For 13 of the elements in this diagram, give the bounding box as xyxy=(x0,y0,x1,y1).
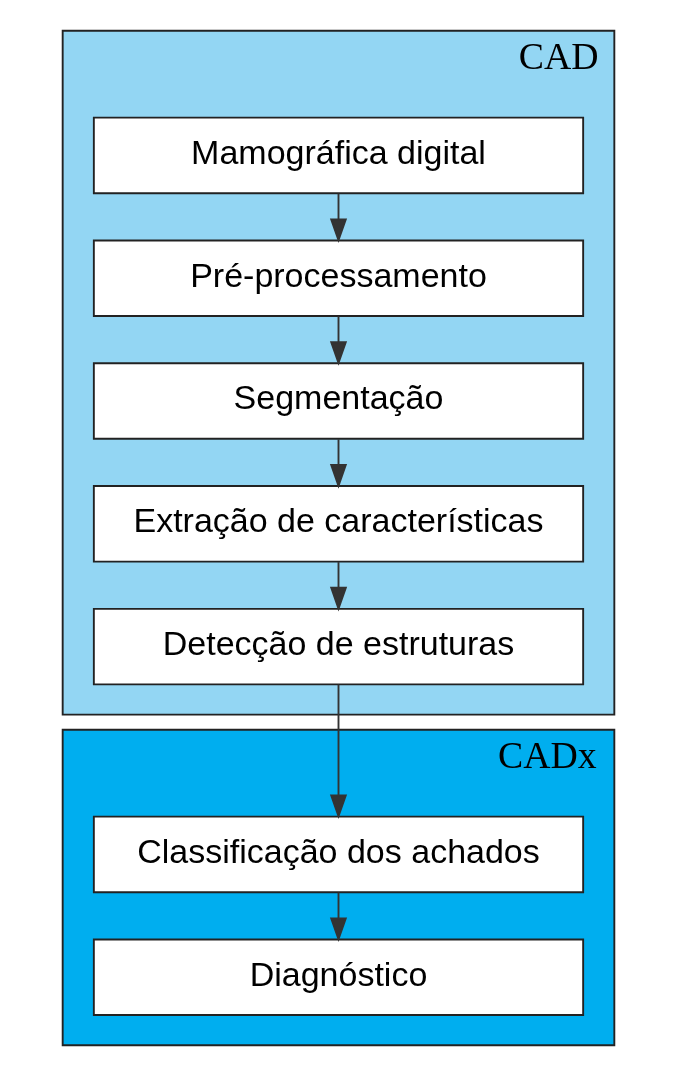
arrow xyxy=(329,683,348,820)
node-box: Detecção de estruturas xyxy=(92,607,585,686)
arrow xyxy=(329,891,348,943)
node-box: Diagnóstico xyxy=(92,938,585,1016)
arrow xyxy=(329,438,348,489)
node-box: Classificação dos achados xyxy=(92,815,585,894)
arrow xyxy=(329,561,348,612)
node-box: Mamográfica digital xyxy=(92,116,585,195)
arrow xyxy=(329,315,348,366)
node-box: Pré-processamento xyxy=(92,239,585,317)
arrow xyxy=(329,192,348,244)
node-box: Extração de características xyxy=(92,485,585,563)
node-box: Segmentação xyxy=(92,362,585,440)
